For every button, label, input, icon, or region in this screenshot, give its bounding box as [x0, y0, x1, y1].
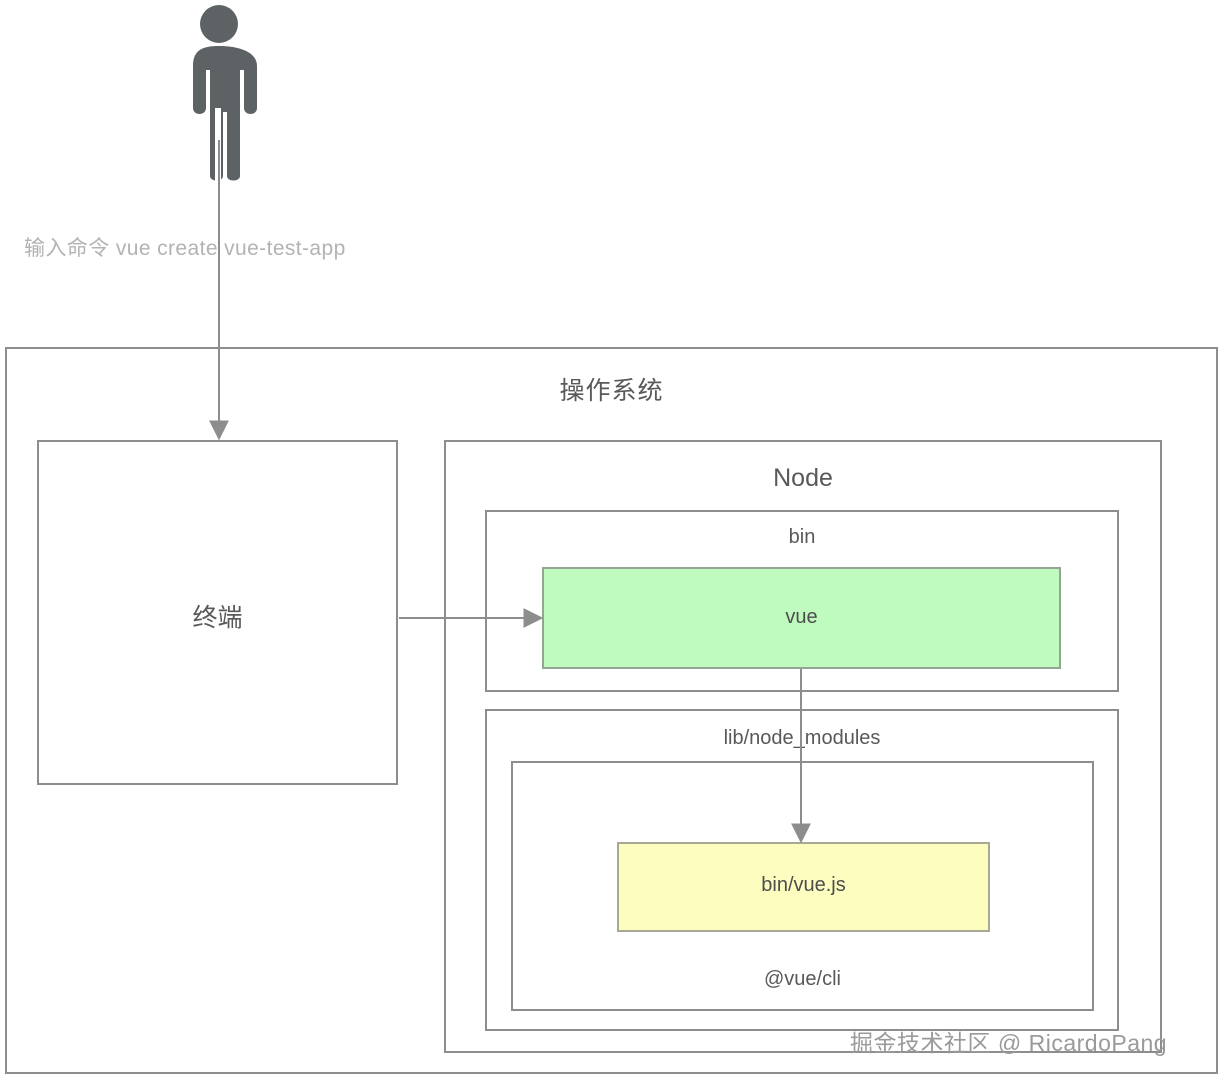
- terminal-label: 终端: [192, 604, 243, 632]
- lib-node-modules-title: lib/node_modules: [723, 727, 881, 749]
- node-title: Node: [773, 464, 833, 492]
- terminal-box: [37, 440, 398, 785]
- vue-box: [542, 567, 1061, 669]
- vue-label: vue: [785, 606, 818, 628]
- bin-title: bin: [788, 526, 816, 548]
- bin-vue-js-label: bin/vue.js: [761, 874, 846, 896]
- vue-cli-title: @vue/cli: [764, 968, 841, 990]
- operating-system-title: 操作系统: [559, 377, 664, 405]
- command-label: 输入命令 vue create vue-test-app: [24, 237, 346, 260]
- watermark: 掘金技术社区 @ RicardoPang: [850, 1030, 1168, 1056]
- person-icon: [193, 5, 257, 182]
